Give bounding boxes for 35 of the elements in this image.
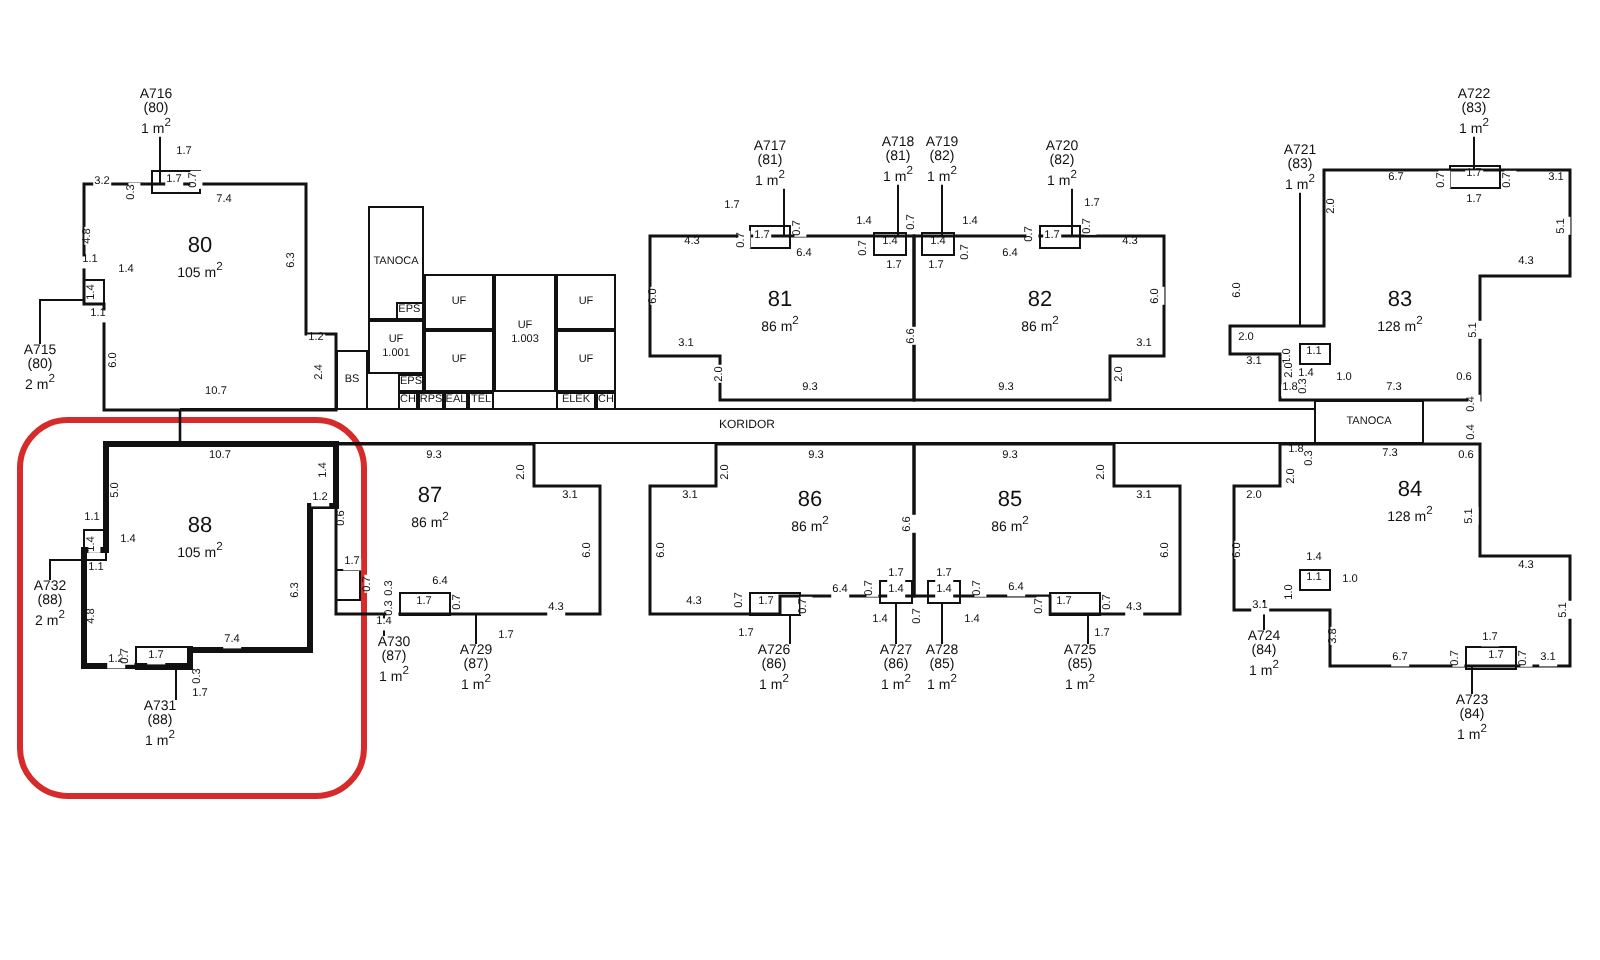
leader-line (1473, 135, 1475, 171)
service-room (336, 350, 368, 410)
unit-number: 84 (1397, 480, 1423, 504)
leader-line (1087, 613, 1089, 645)
service-room (424, 330, 494, 392)
service-room (494, 274, 556, 392)
unit-number: 80 (187, 236, 213, 260)
leader-line (49, 559, 85, 581)
service-room (1314, 400, 1424, 444)
unit-number: 86 (797, 490, 823, 514)
leader-line (1299, 191, 1301, 327)
leader-line (475, 613, 477, 645)
leader-line (897, 183, 899, 237)
leader-line (789, 613, 791, 645)
unit-number: 85 (997, 490, 1023, 514)
service-room (368, 206, 424, 320)
leader-line (783, 187, 785, 237)
leader-line (941, 601, 943, 645)
unit-number: 88 (187, 516, 213, 540)
unit-number: 82 (1027, 290, 1053, 314)
leader-line (39, 299, 85, 345)
service-room (368, 320, 424, 374)
unit-number: 83 (1387, 290, 1413, 314)
service-room (424, 274, 494, 330)
service-room (556, 274, 616, 330)
unit-number: 81 (767, 290, 793, 314)
unit-number: 87 (417, 486, 443, 510)
leader-line (175, 665, 177, 701)
corridor-band (180, 408, 1314, 444)
leader-line (941, 183, 943, 237)
leader-line (159, 135, 161, 185)
leader-line (1471, 665, 1473, 695)
leader-line (895, 601, 897, 645)
leader-line (1071, 187, 1073, 237)
service-room (556, 330, 616, 392)
